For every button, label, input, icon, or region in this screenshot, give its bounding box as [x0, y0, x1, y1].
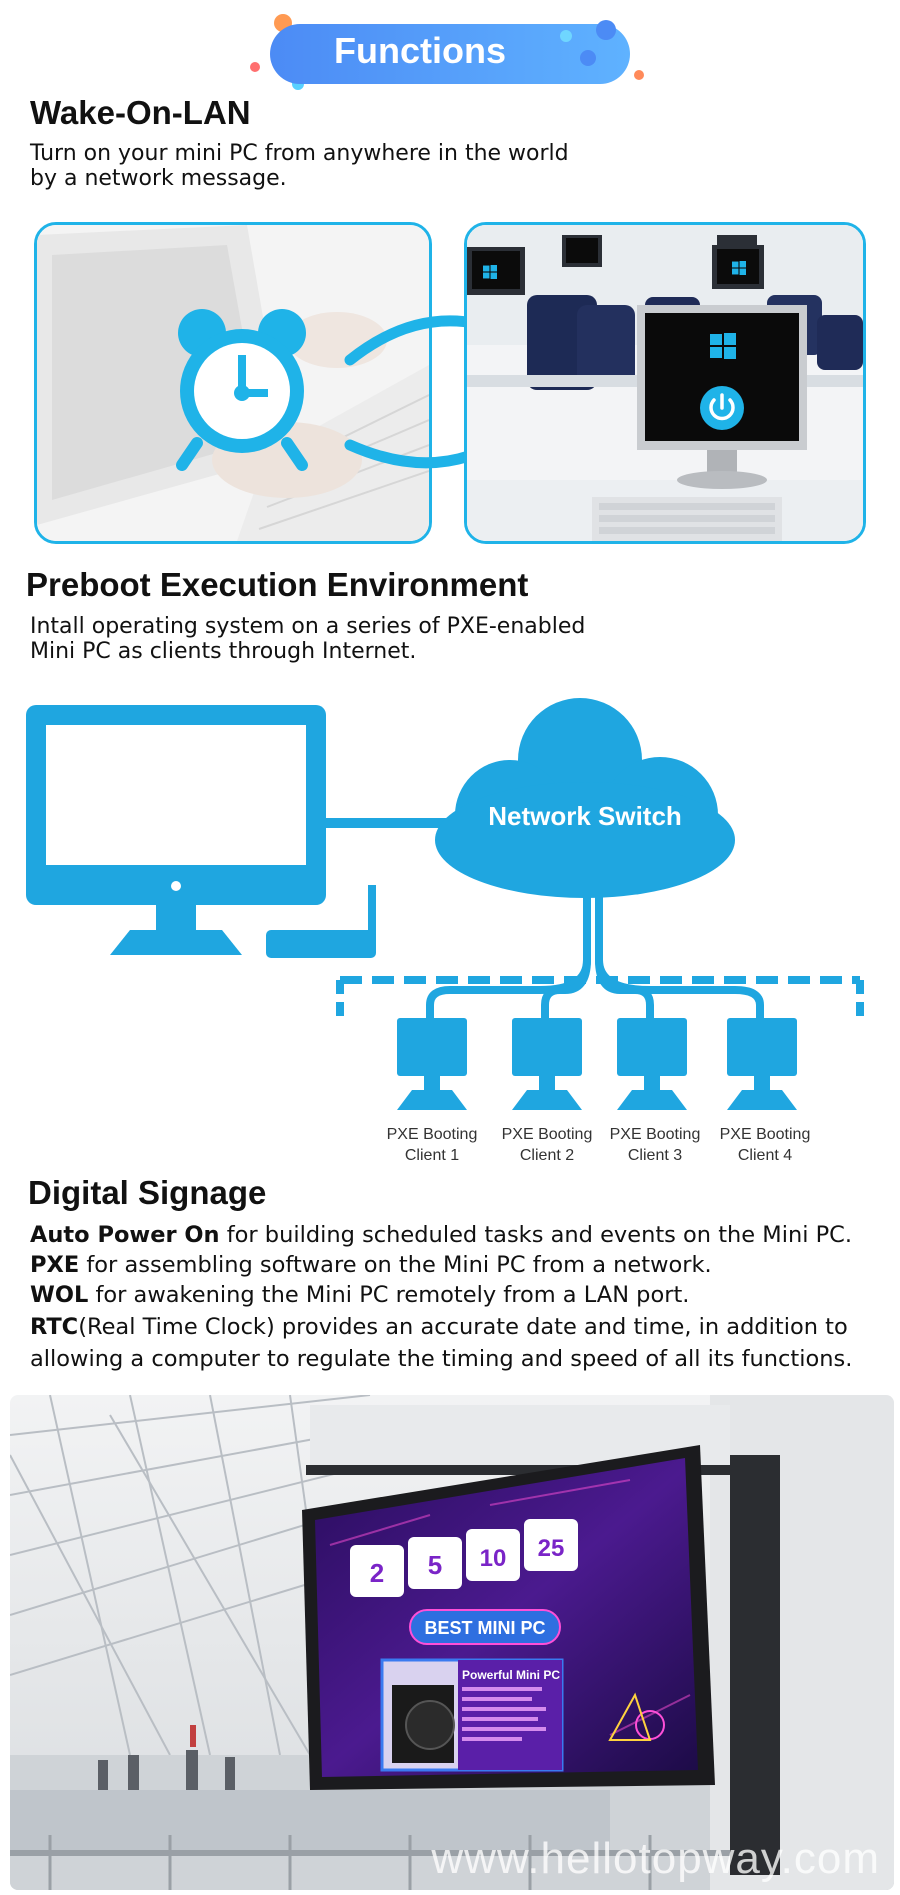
windows-logo-icon	[483, 265, 497, 279]
screen-badge: BEST MINI PC	[424, 1618, 545, 1638]
decor-dot	[580, 50, 596, 66]
screen-product-title: Powerful Mini PC	[462, 1668, 560, 1682]
signage-title: Digital Signage	[28, 1174, 267, 1211]
client-monitor-icon	[727, 1018, 797, 1110]
price-tag-25: 25	[538, 1535, 565, 1562]
router-icon	[266, 885, 376, 958]
wol-title: Wake-On-LAN	[30, 94, 251, 131]
windows-logo-icon	[710, 333, 736, 359]
pxe-network-diagram: Network Switch	[26, 698, 864, 1020]
wol-desc-line2: by a network message.	[30, 166, 287, 191]
price-tag-10: 10	[480, 1545, 507, 1572]
client-monitor-icon	[397, 1018, 467, 1110]
wol-desc-line1: Turn on your mini PC from anywhere in th…	[30, 141, 569, 166]
cloud-icon	[435, 698, 735, 898]
functions-banner: Functions	[240, 14, 670, 94]
signage-item-continued: allowing a computer to regulate the timi…	[30, 1346, 853, 1372]
signage-item: WOL for awakening the Mini PC remotely f…	[30, 1282, 690, 1308]
signage-item: Auto Power On for building scheduled tas…	[30, 1222, 853, 1248]
alarm-clock-icon	[176, 309, 308, 471]
signage-item: PXE for assembling software on the Mini …	[30, 1252, 712, 1278]
client-monitor-icon	[617, 1018, 687, 1110]
signage-item: RTC(Real Time Clock) provides an accurat…	[30, 1314, 848, 1340]
digital-signage-photo: 2 5 10 25 BEST MINI PC Powerful Mini PC …	[10, 1395, 894, 1890]
price-tag-5: 5	[428, 1550, 442, 1580]
pxe-desc-line1: Intall operating system on a series of P…	[30, 614, 586, 639]
watermark: www.hellotopway.com	[431, 1834, 880, 1883]
decor-dot	[250, 62, 260, 72]
network-switch-label: Network Switch	[488, 801, 682, 831]
pxe-desc-line2: Mini PC as clients through Internet.	[30, 639, 417, 664]
wol-laptop-image	[34, 222, 432, 544]
decor-dot	[634, 70, 644, 80]
banner-title: Functions	[334, 30, 506, 71]
pxe-title: Preboot Execution Environment	[26, 566, 529, 603]
wol-computer-lab-image	[464, 222, 866, 544]
windows-logo-icon	[732, 261, 746, 275]
server-monitor-icon	[26, 705, 326, 955]
decor-dot	[560, 30, 572, 42]
power-icon	[700, 386, 744, 430]
price-tag-2: 2	[370, 1558, 384, 1588]
client-monitor-icon	[512, 1018, 582, 1110]
decor-dot	[596, 20, 616, 40]
